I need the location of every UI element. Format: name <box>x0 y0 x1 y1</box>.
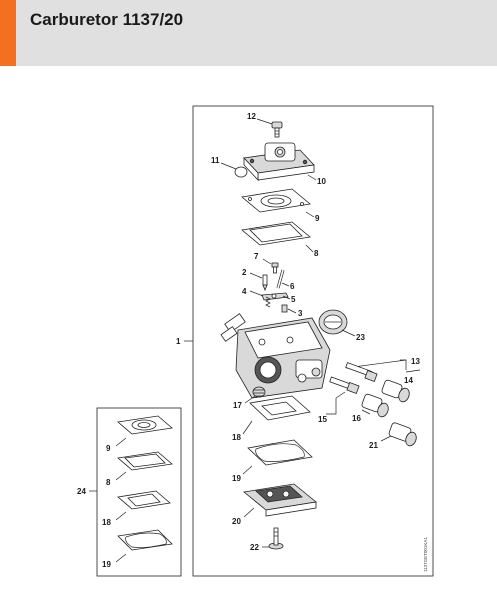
label-24: 24 <box>77 487 86 496</box>
label-6: 6 <box>290 282 295 291</box>
kit-part-8-gasket <box>117 451 173 471</box>
label-2: 2 <box>242 268 247 277</box>
drawing-code: 1137GET001KA1 <box>423 537 428 572</box>
part-11-o-ring <box>234 166 248 178</box>
label-8: 8 <box>314 249 319 258</box>
label-23: 23 <box>356 333 365 342</box>
kit-label-18: 18 <box>102 518 111 527</box>
page-title: Carburetor 1137/20 <box>30 10 184 29</box>
part-12-screw <box>271 121 283 138</box>
part-21-plug <box>388 422 417 447</box>
label-13: 13 <box>411 357 420 366</box>
label-18: 18 <box>232 433 241 442</box>
part-9-pump-diaphragm <box>241 188 311 213</box>
kit-part-9-pump-diaphragm <box>117 415 173 435</box>
label-14: 14 <box>404 376 413 385</box>
part-14-limiter-cap <box>381 379 410 403</box>
label-11: 11 <box>211 156 220 165</box>
part-8-gasket <box>241 221 311 246</box>
part-22-screw <box>268 527 284 550</box>
label-15: 15 <box>318 415 327 424</box>
label-20: 20 <box>232 517 241 526</box>
label-1: 1 <box>176 337 181 346</box>
part-18-gasket <box>249 395 311 421</box>
part-13-adjusting-screw-l <box>329 376 360 394</box>
part-4-spring <box>265 296 271 308</box>
label-7: 7 <box>254 252 259 261</box>
part-17-strainer <box>252 386 266 398</box>
label-9: 9 <box>315 214 320 223</box>
label-22: 22 <box>250 543 259 552</box>
label-21: 21 <box>369 441 378 450</box>
label-12: 12 <box>247 112 256 121</box>
part-7-screw <box>271 262 279 274</box>
page-header: Carburetor 1137/20 <box>0 0 497 66</box>
part-10-pump-cover <box>243 142 315 182</box>
kit-label-9: 9 <box>106 444 111 453</box>
kit-frame <box>96 407 182 577</box>
kit-label-19: 19 <box>102 560 111 569</box>
kit-part-18-gasket <box>117 490 171 510</box>
part-20-end-cover <box>243 483 317 517</box>
label-16: 16 <box>352 414 361 423</box>
label-19: 19 <box>232 474 241 483</box>
part-2-inlet-needle <box>262 274 268 292</box>
part-23-choke-shutter <box>318 309 348 335</box>
carburetor-body <box>220 313 331 399</box>
part-13-adjusting-screw-h <box>345 362 378 382</box>
header-accent-bar <box>0 0 16 66</box>
label-5: 5 <box>291 295 296 304</box>
kit-label-8: 8 <box>106 478 111 487</box>
part-19-metering-diaphragm <box>247 439 313 466</box>
label-4: 4 <box>242 287 247 296</box>
label-10: 10 <box>317 177 326 186</box>
label-3: 3 <box>298 309 303 318</box>
label-17: 17 <box>233 401 242 410</box>
kit-part-19-metering-diaphragm <box>117 529 173 551</box>
part-3-spindle <box>281 304 288 313</box>
part-16-limiter-cap <box>361 393 389 418</box>
